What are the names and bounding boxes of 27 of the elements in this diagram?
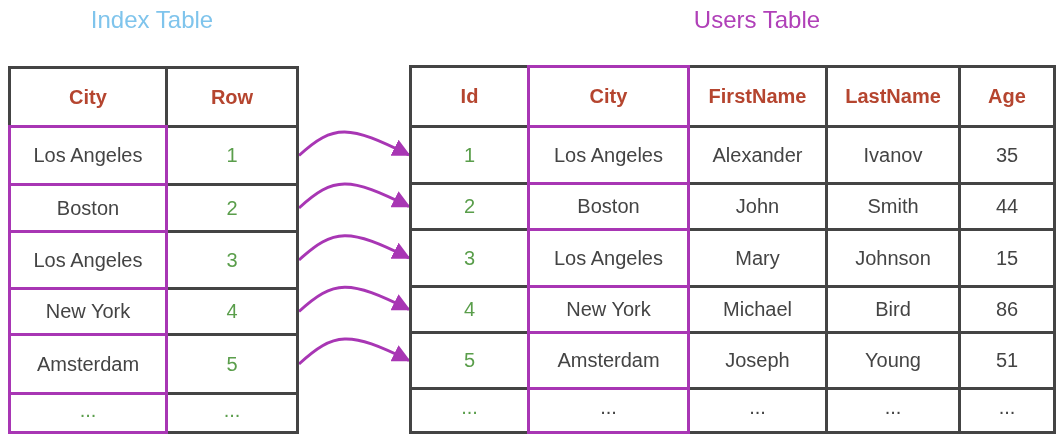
table-cell: New York	[8, 287, 168, 336]
arrow	[298, 130, 411, 157]
table-cell: Los Angeles	[8, 125, 168, 186]
column-header: Age	[958, 65, 1056, 128]
table-cell: Boston	[8, 183, 168, 233]
table-cell: ...	[409, 387, 530, 434]
table-cell: Los Angeles	[527, 228, 690, 288]
table-cell: Boston	[527, 182, 690, 231]
table-title: Index Table	[90, 6, 214, 34]
column-header: City	[8, 66, 168, 128]
table-cell: ...	[527, 387, 690, 434]
table-cell: ...	[958, 387, 1056, 434]
table-cell: ...	[165, 392, 299, 434]
arrow	[298, 234, 411, 262]
table-cell: Amsterdam	[8, 333, 168, 395]
table-cell: Los Angeles	[8, 230, 168, 290]
arrow	[298, 285, 411, 313]
arrow	[298, 182, 411, 210]
column-header: Row	[165, 66, 299, 128]
arrow	[298, 337, 411, 366]
table-title: Users Table	[693, 6, 821, 34]
table-cell: Amsterdam	[527, 331, 690, 390]
table-cell: ...	[8, 392, 168, 434]
table-cell: Los Angeles	[527, 125, 690, 185]
column-header: Id	[409, 65, 530, 128]
column-header: City	[527, 65, 690, 128]
table-cell: New York	[527, 285, 690, 334]
